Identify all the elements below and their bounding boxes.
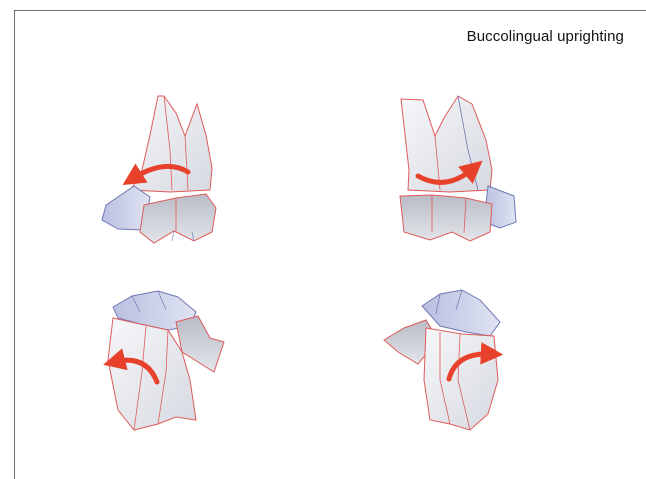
upper-right-tooth — [400, 96, 516, 241]
lower-right-tooth — [384, 290, 500, 430]
